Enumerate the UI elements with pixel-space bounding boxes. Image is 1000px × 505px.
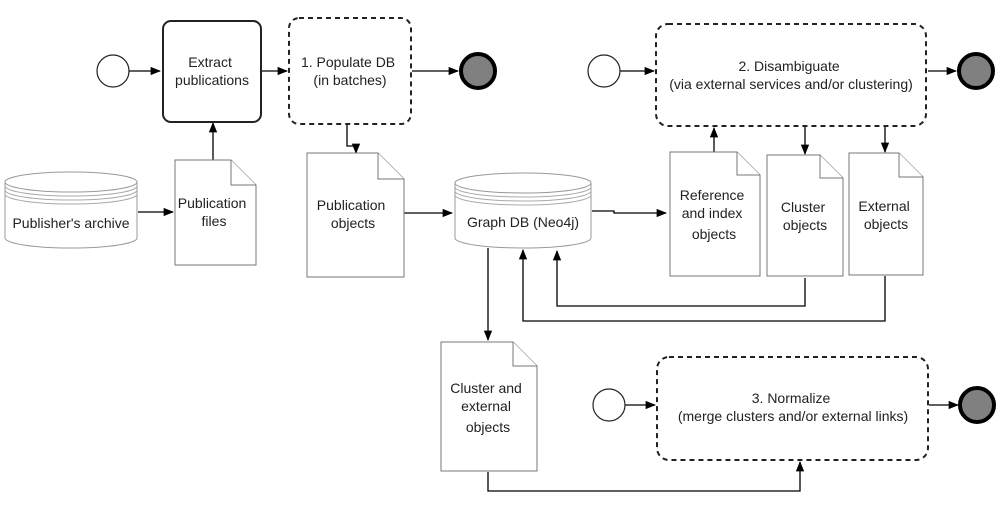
task-normalize-label: 3. Normalize (merge clusters and/or exte… <box>678 390 908 424</box>
end-event-3 <box>958 386 996 424</box>
task-normalize: 3. Normalize (merge clusters and/or exte… <box>656 356 929 461</box>
document-publication-files: Publication files <box>174 159 257 266</box>
end-event-1 <box>459 52 497 90</box>
document-cluster-label: Cluster objects <box>781 199 829 233</box>
task-extract-label: Extract publications <box>175 54 249 88</box>
edge-graphdb-refobjects <box>592 208 668 218</box>
edge-populate-pubobjects <box>346 124 361 155</box>
document-publication-objects: Publication objects <box>306 152 405 278</box>
document-pubfiles-label: Publication files <box>178 195 250 229</box>
end-event-2 <box>957 52 995 90</box>
document-clusterext-label: Cluster and external objects <box>450 380 525 435</box>
document-external-objects: External objects <box>848 152 924 276</box>
task-extract-publications: Extract publications <box>162 20 262 123</box>
edge-cluster-graphdb <box>552 249 806 307</box>
database-graph-label: Graph DB (Neo4j) <box>467 214 579 230</box>
document-reference-index-objects: Reference and index objects <box>669 151 761 277</box>
edge-external-graphdb <box>518 248 886 322</box>
task-populate-label: 1. Populate DB (in batches) <box>301 54 399 88</box>
start-event-2 <box>587 54 621 88</box>
document-external-label: External objects <box>858 198 913 232</box>
database-archive-label: Publisher's archive <box>12 215 129 231</box>
document-cluster-objects: Cluster objects <box>766 154 844 277</box>
task-disambiguate: 2. Disambiguate (via external services a… <box>655 23 927 127</box>
database-publishers-archive: Publisher's archive <box>4 171 138 249</box>
edge-clusterext-normalize <box>487 460 805 492</box>
document-refobjects-label: Reference and index objects <box>680 187 748 242</box>
task-disambiguate-label: 2. Disambiguate (via external services a… <box>669 58 913 92</box>
task-populate-db: 1. Populate DB (in batches) <box>288 17 412 125</box>
start-event-1 <box>96 54 130 88</box>
start-event-3 <box>592 388 626 422</box>
document-cluster-external-objects: Cluster and external objects <box>440 341 538 472</box>
document-pubobjects-label: Publication objects <box>317 197 389 231</box>
connectors <box>129 66 960 492</box>
database-graph-db: Graph DB (Neo4j) <box>454 172 592 249</box>
